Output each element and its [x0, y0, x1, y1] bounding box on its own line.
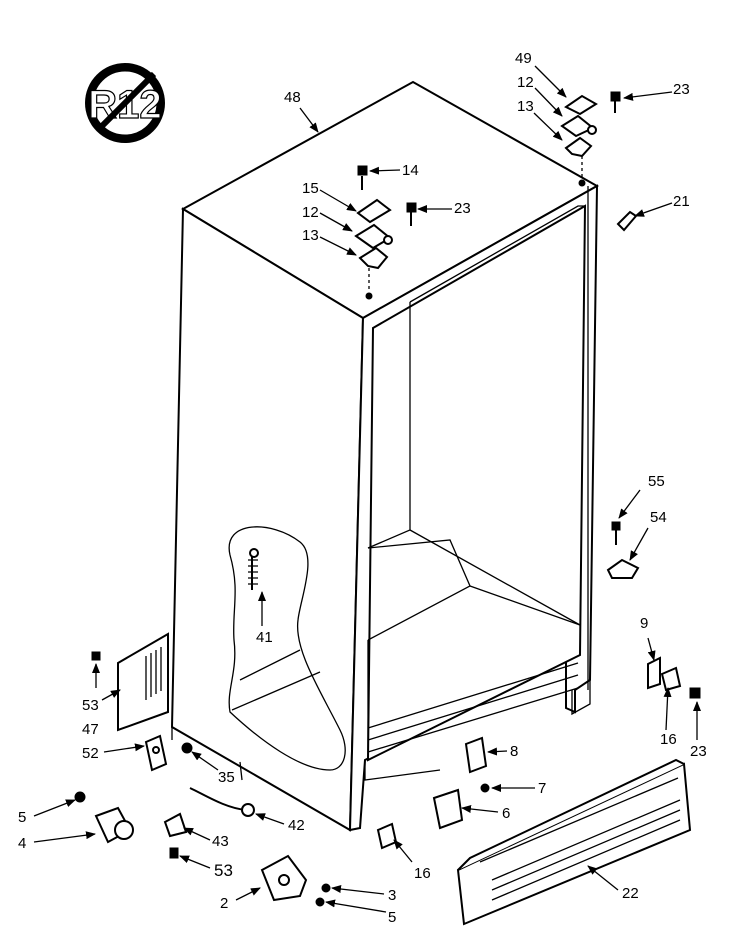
leader-lines — [33, 65, 701, 913]
part-2-hinge — [260, 854, 331, 907]
callout-22: 22 — [622, 885, 639, 902]
callout-8: 8 — [510, 743, 518, 760]
callout-12-right: 12 — [517, 74, 534, 91]
part-21-clip — [616, 210, 638, 232]
callout-9: 9 — [640, 615, 648, 632]
callout-2: 2 — [220, 895, 228, 912]
top-hinge-right — [560, 91, 621, 187]
callout-23-mid: 23 — [454, 200, 471, 217]
callout-3: 3 — [388, 887, 396, 904]
callout-47: 47 — [82, 721, 99, 738]
callout-54: 54 — [650, 509, 667, 526]
part-9-16-right-bracket — [647, 656, 701, 699]
callout-42: 42 — [288, 817, 305, 834]
r12-no-refrigerant-badge: R12 — [85, 63, 165, 143]
callout-35: 35 — [218, 769, 235, 786]
callout-labels: 48 49 12 13 23 14 15 12 13 23 21 55 54 4… — [18, 50, 707, 926]
callout-7: 7 — [538, 780, 546, 797]
callout-55: 55 — [648, 473, 665, 490]
callout-13-left: 13 — [302, 227, 319, 244]
callout-4: 4 — [18, 835, 26, 852]
callout-14: 14 — [402, 162, 419, 179]
part-52-bottom-hinge — [144, 734, 193, 772]
callout-41: 41 — [256, 629, 273, 646]
part-4-caster — [74, 791, 134, 844]
callout-53-lower: 53 — [214, 861, 233, 880]
part-42-tube — [163, 787, 255, 859]
part-22-toe-grille — [456, 758, 692, 926]
callout-43: 43 — [212, 833, 229, 850]
callout-15: 15 — [302, 180, 319, 197]
callout-23-top: 23 — [673, 81, 690, 98]
callout-23-right: 23 — [690, 743, 707, 760]
part-47-plate — [91, 632, 169, 732]
cabinet-cutaway — [228, 526, 346, 771]
callout-6: 6 — [502, 805, 510, 822]
callout-16-bottom: 16 — [414, 865, 431, 882]
callout-16-right: 16 — [660, 731, 677, 748]
part-54-bracket — [606, 521, 640, 579]
callout-49: 49 — [515, 50, 532, 67]
part-41-spring — [248, 548, 259, 590]
callout-53-upper: 53 — [82, 697, 99, 714]
callout-48: 48 — [284, 89, 301, 106]
callout-13-right: 13 — [517, 98, 534, 115]
callout-21: 21 — [673, 193, 690, 210]
top-hinge-left — [354, 165, 417, 300]
part-8-block — [464, 736, 488, 774]
callout-5-bottom: 5 — [388, 909, 396, 926]
callout-5-left: 5 — [18, 809, 26, 826]
cabinet-48 — [170, 80, 600, 832]
callout-52: 52 — [82, 745, 99, 762]
callout-12-left: 12 — [302, 204, 319, 221]
part-6-bracket — [376, 783, 490, 850]
